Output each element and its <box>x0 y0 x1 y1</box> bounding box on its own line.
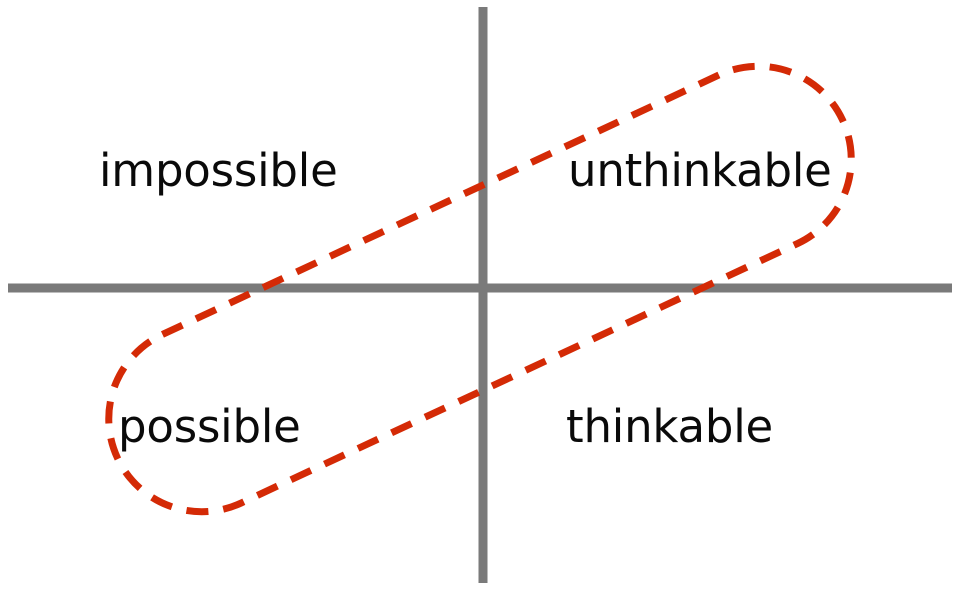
dashed-loop-group <box>105 62 855 516</box>
quadrant-label-impossible: impossible <box>99 144 338 197</box>
quadrant-label-possible: possible <box>118 400 301 453</box>
quadrant-label-unthinkable: unthinkable <box>568 144 832 197</box>
dashed-loop-outline <box>105 62 855 516</box>
quadrant-label-thinkable: thinkable <box>566 400 773 453</box>
